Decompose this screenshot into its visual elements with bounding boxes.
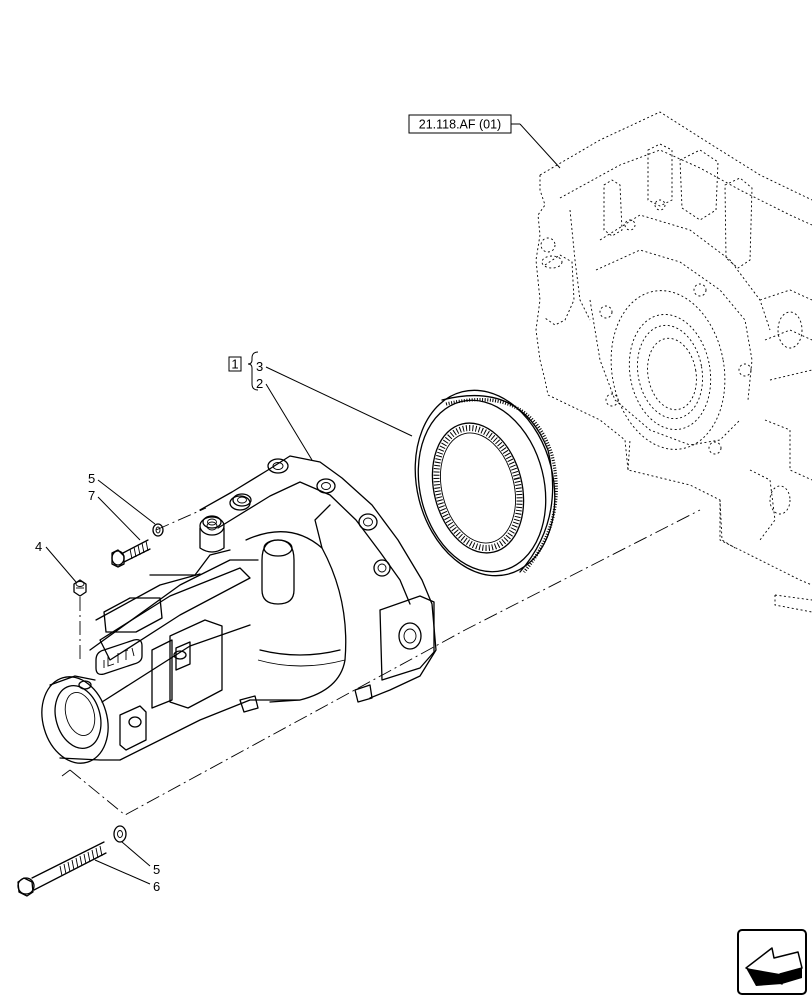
leader-5-top — [97, 479, 156, 525]
callout-6[interactable]: 6 — [153, 879, 160, 894]
callout-5-top[interactable]: 5 — [88, 471, 95, 486]
kit-callout[interactable]: 1 3 2 — [228, 351, 263, 391]
leader-4 — [45, 546, 77, 583]
callout-4[interactable]: 4 — [35, 539, 42, 554]
leader-6 — [94, 859, 151, 885]
assembly-axis-main — [69, 509, 701, 816]
callout-2[interactable]: 2 — [256, 376, 263, 391]
casting-mark-icon — [95, 638, 143, 676]
ghost-transmission-housing — [535, 111, 812, 613]
leader-7 — [97, 496, 141, 541]
reference-label[interactable]: 21.118.AF (01) — [419, 118, 501, 132]
callout-5-bottom[interactable]: 5 — [153, 862, 160, 877]
reference-callout[interactable]: 21.118.AF (01) — [408, 114, 512, 134]
bolt-long-part[interactable] — [17, 841, 107, 897]
ring-gear-part[interactable] — [396, 375, 573, 590]
bolt-short-part[interactable] — [111, 539, 151, 568]
plug-fitting-part[interactable] — [73, 579, 87, 597]
previous-page-arrow-icon[interactable] — [737, 929, 807, 995]
reference-leader — [519, 123, 561, 169]
assembly-axis-top — [155, 507, 207, 531]
leader-3 — [265, 366, 413, 437]
assembly-axis-end — [61, 769, 71, 777]
leader-2 — [265, 383, 313, 461]
callout-3[interactable]: 3 — [256, 359, 263, 374]
washer-bottom-part[interactable] — [113, 825, 127, 843]
kit-number[interactable]: 1 — [231, 357, 238, 372]
leader-5-bottom — [121, 841, 151, 867]
kit-brace — [247, 351, 259, 391]
washer-top-part[interactable] — [152, 523, 164, 537]
final-drive-housing-part[interactable] — [32, 455, 437, 771]
callout-7[interactable]: 7 — [88, 488, 95, 503]
